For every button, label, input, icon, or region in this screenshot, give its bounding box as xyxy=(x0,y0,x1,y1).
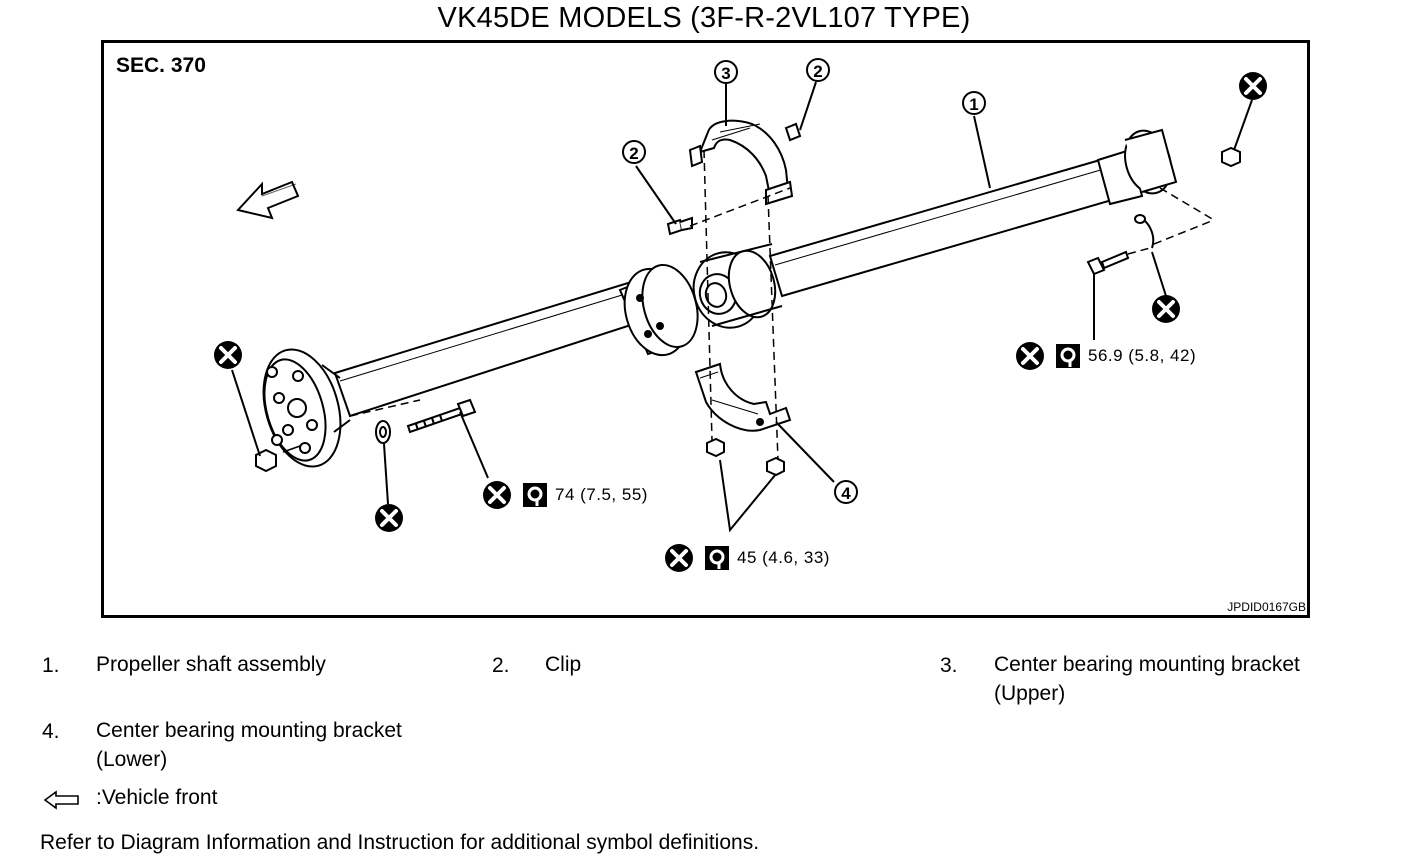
callout-2-left-text: 2 xyxy=(629,144,638,163)
front-bolt xyxy=(406,398,477,434)
rear-flange-nut xyxy=(1221,146,1241,168)
callout-3 xyxy=(714,60,738,84)
callout-2-upper-text: 2 xyxy=(813,62,822,81)
section-label: SEC. 370 xyxy=(116,54,206,77)
callout-2-upper xyxy=(806,58,830,82)
washer xyxy=(375,420,391,444)
torque-value-rear: 56.9 (5.8, 42) xyxy=(1088,346,1197,365)
rear-shaft-tube xyxy=(768,158,1114,298)
rear-washer xyxy=(1134,214,1155,249)
rear-bolt xyxy=(1086,250,1130,276)
rear-flange xyxy=(1096,128,1178,206)
lower-bracket-nut xyxy=(706,437,785,477)
callout-1-text: 1 xyxy=(969,95,978,114)
legend-number: 3. xyxy=(940,654,958,677)
legend-text: Propeller shaft assembly xyxy=(96,653,326,676)
legend-text: Center bearing mounting bracket (Lower) xyxy=(96,719,402,771)
torque-value-front: 74 (7.5, 55) xyxy=(555,485,648,504)
callout-4-text: 4 xyxy=(841,484,851,503)
callout-2-left xyxy=(622,140,646,164)
footer-note: Refer to Diagram Information and Instruc… xyxy=(40,831,760,854)
torque-wrench-icon xyxy=(703,544,731,572)
do-not-reuse-icon xyxy=(1014,340,1046,372)
do-not-reuse-icon xyxy=(212,339,244,371)
vehicle-front-label: :Vehicle front xyxy=(96,786,218,809)
universal-joint-front xyxy=(618,263,699,357)
torque-value-bracket: 45 (4.6, 33) xyxy=(737,548,830,567)
lower-bracket xyxy=(694,362,792,432)
do-not-reuse-icon xyxy=(1150,293,1182,325)
vehicle-front-legend-icon xyxy=(44,790,79,810)
do-not-reuse-icon xyxy=(663,542,695,574)
center-bearing xyxy=(692,243,783,329)
callout-4 xyxy=(834,480,858,504)
legend-number: 2. xyxy=(492,654,510,677)
vehicle-front-arrow-icon xyxy=(236,180,300,220)
legend-text: Center bearing mounting bracket (Upper) xyxy=(994,653,1300,705)
do-not-reuse-icon xyxy=(373,502,405,534)
callout-3-text: 3 xyxy=(721,64,730,83)
upper-bracket xyxy=(688,119,794,206)
do-not-reuse-icon xyxy=(1237,70,1269,102)
legend-number: 1. xyxy=(42,654,60,677)
do-not-reuse-icon xyxy=(481,479,513,511)
callout-1 xyxy=(962,91,986,115)
diagram-frame xyxy=(101,40,1310,618)
front-flange-nut xyxy=(255,445,301,473)
torque-wrench-icon xyxy=(1054,342,1082,370)
front-flange xyxy=(262,348,351,468)
figure-code: JPDID0167GB xyxy=(1227,600,1306,614)
clip xyxy=(666,122,802,236)
diagram-title: VK45DE MODELS (3F-R-2VL107 TYPE) xyxy=(437,2,971,34)
alignment-dashed-lines xyxy=(349,149,1215,461)
legend-number: 4. xyxy=(42,720,60,743)
legend-text: Clip xyxy=(545,653,582,676)
leader-lines xyxy=(231,81,1253,533)
torque-wrench-icon xyxy=(521,481,549,509)
front-shaft-tube xyxy=(333,281,642,418)
